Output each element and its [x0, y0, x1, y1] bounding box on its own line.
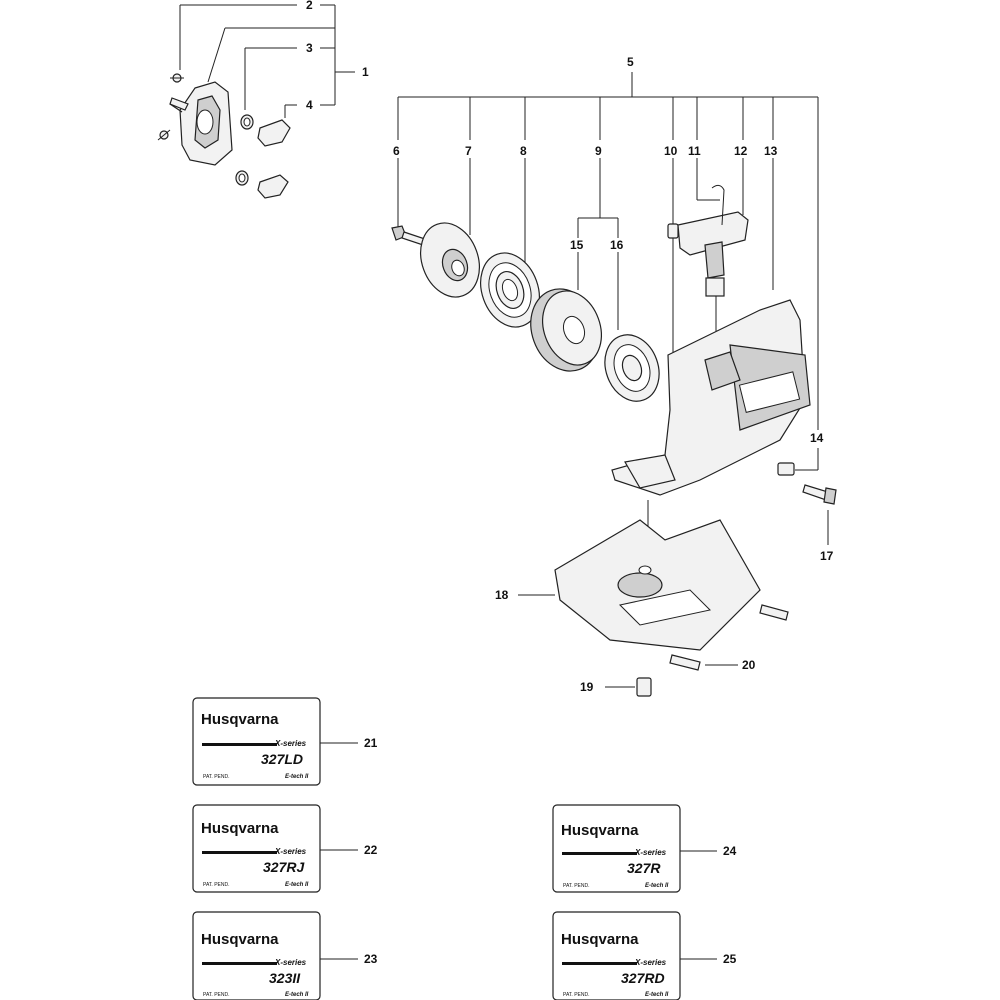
screw-part-20 — [669, 604, 789, 671]
callout-14: 14 — [810, 431, 824, 445]
bolt-part-17 — [802, 484, 837, 505]
callout-22: 22 — [364, 843, 378, 857]
callout-23: 23 — [364, 952, 378, 966]
callout-6: 6 — [393, 144, 400, 158]
spring-part-8 — [480, 252, 540, 328]
callout-19: 19 — [580, 680, 594, 694]
decal-model: 323II — [269, 970, 301, 986]
pulley-disc-part-7 — [420, 222, 480, 298]
callout-4: 4 — [306, 98, 313, 112]
decal-tech: E-tech II — [285, 882, 309, 888]
callout-21: 21 — [364, 736, 378, 750]
callout-5: 5 — [627, 55, 634, 69]
callout-13: 13 — [764, 144, 778, 158]
callout-20: 20 — [742, 658, 756, 672]
decal-21: Husqvarna X-series 327LD PAT. PEND. E-te… — [192, 697, 321, 786]
protector-plate-part-18 — [554, 519, 761, 651]
decal-model: 327LD — [261, 751, 303, 767]
decal-series: X-series — [274, 847, 307, 856]
callout-18: 18 — [495, 588, 509, 602]
decal-patent: PAT. PEND. — [203, 992, 230, 998]
decal-tech: E-tech II — [285, 992, 309, 998]
decal-brand: Husqvarna — [561, 931, 639, 948]
decal-tech: E-tech II — [645, 992, 669, 998]
rope-part-12 — [711, 184, 725, 226]
handle-part-11 — [677, 211, 749, 345]
decal-patent: PAT. PEND. — [203, 882, 230, 888]
callout-24: 24 — [723, 844, 737, 858]
decal-patent: PAT. PEND. — [563, 992, 590, 998]
decal-brand: Husqvarna — [561, 822, 639, 839]
spacer-part-14 — [777, 462, 795, 476]
callout-8: 8 — [520, 144, 527, 158]
decal-series: X-series — [274, 739, 307, 748]
bushing-part-10 — [667, 223, 679, 239]
leaders-group-1 — [179, 4, 355, 118]
callout-16: 16 — [610, 238, 624, 252]
spring-part-3 — [235, 114, 254, 186]
callout-labels: 1 2 3 4 5 6 7 8 9 10 11 12 13 14 15 16 1… — [306, 0, 834, 966]
decal-24: Husqvarna X-series 327R PAT. PEND. E-tec… — [552, 804, 681, 893]
rope-pulley-part-15 — [530, 288, 602, 372]
decal-22: Husqvarna X-series 327RJ PAT. PEND. E-te… — [192, 804, 321, 893]
decal-leaders — [320, 742, 717, 960]
spring-part-16 — [604, 334, 660, 402]
decal-25: Husqvarna X-series 327RD PAT. PEND. E-te… — [552, 911, 681, 1000]
decal-series: X-series — [274, 958, 307, 967]
decal-model: 327RJ — [263, 859, 305, 875]
decal-patent: PAT. PEND. — [203, 774, 230, 780]
callout-9: 9 — [595, 144, 602, 158]
callout-12: 12 — [734, 144, 748, 158]
decal-brand: Husqvarna — [201, 711, 279, 728]
decal-tech: E-tech II — [645, 883, 669, 889]
callout-15: 15 — [570, 238, 584, 252]
decal-23: Husqvarna X-series 323II PAT. PEND. E-te… — [192, 911, 321, 1000]
screw-part-2 — [157, 73, 184, 141]
callout-1: 1 — [362, 65, 369, 79]
callout-25: 25 — [723, 952, 737, 966]
decal-model: 327RD — [621, 970, 665, 986]
decal-series: X-series — [634, 848, 667, 857]
callout-7: 7 — [465, 144, 472, 158]
callout-2: 2 — [306, 0, 313, 12]
decal-brand: Husqvarna — [201, 820, 279, 837]
starter-housing-part-13 — [611, 299, 811, 496]
callout-10: 10 — [664, 144, 678, 158]
callout-17: 17 — [820, 549, 834, 563]
decal-tech: E-tech II — [285, 774, 309, 780]
decal-series: X-series — [634, 958, 667, 967]
callout-11: 11 — [688, 144, 701, 158]
pawl-part-4 — [257, 119, 291, 199]
starter-cover-part-1 — [169, 81, 233, 166]
decal-model: 327R — [627, 860, 661, 876]
decal-patent: PAT. PEND. — [563, 883, 590, 889]
screw-part-19 — [636, 677, 652, 697]
decal-brand: Husqvarna — [201, 931, 279, 948]
callout-3: 3 — [306, 41, 313, 55]
